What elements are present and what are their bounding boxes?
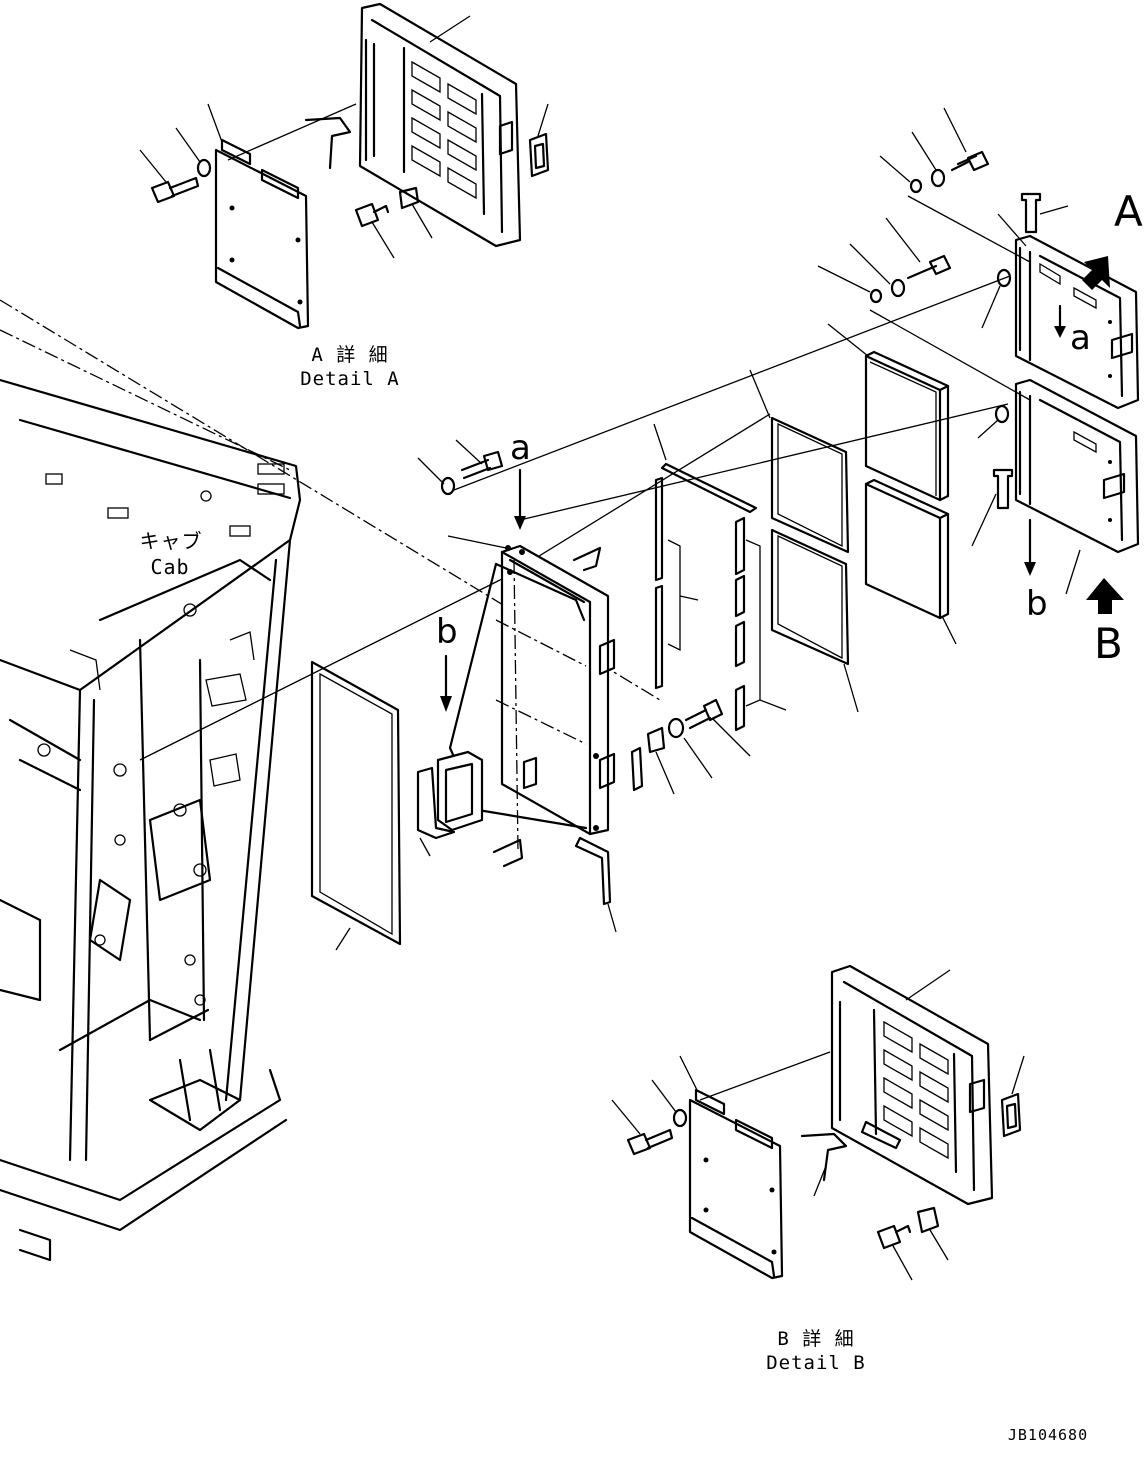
duct-housing bbox=[416, 275, 1011, 933]
ref-a-side: a bbox=[1070, 318, 1091, 358]
detail-a-assembly bbox=[139, 2, 550, 330]
detail-a-bolt-2 bbox=[354, 186, 420, 228]
view-a-letter: A bbox=[1114, 187, 1143, 236]
view-b-arrow bbox=[1086, 578, 1124, 614]
detail-b-title-en: Detail B bbox=[766, 1352, 866, 1374]
detail-b-hook bbox=[800, 1132, 848, 1182]
detail-b-bolt-2 bbox=[876, 1206, 940, 1250]
detail-a-bolt bbox=[150, 158, 212, 204]
detail-a-plate bbox=[214, 138, 310, 330]
cab-structure bbox=[0, 299, 661, 1262]
detail-a-hook bbox=[304, 116, 352, 170]
view-a-assembly bbox=[817, 107, 1140, 614]
ref-a-top: a bbox=[510, 428, 531, 468]
cab-label-en: Cab bbox=[150, 555, 190, 579]
large-gasket bbox=[310, 660, 402, 951]
detail-b-plate bbox=[688, 1088, 784, 1280]
detail-a-title-en: Detail A bbox=[300, 368, 400, 390]
view-b-letter: B bbox=[1094, 619, 1123, 668]
detail-b-assembly bbox=[611, 964, 1025, 1281]
detail-b-grille-cover bbox=[830, 964, 994, 1206]
view-a-arrow bbox=[1082, 256, 1110, 290]
drawing-number: JB104680 bbox=[1007, 1426, 1089, 1444]
detail-a-grille-cover bbox=[358, 2, 522, 248]
cab-label-jp: キャブ bbox=[139, 529, 203, 553]
ref-b-left: b bbox=[436, 612, 458, 652]
detail-a-title-jp: A 詳 細 bbox=[311, 344, 389, 366]
detail-b-bolt bbox=[626, 1108, 688, 1156]
detail-a-latch bbox=[528, 132, 550, 178]
detail-b-latch bbox=[1000, 1092, 1022, 1138]
filter-elements bbox=[139, 323, 957, 761]
detail-b-title-jp: B 詳 細 bbox=[777, 1328, 855, 1350]
ref-b-right: b bbox=[1026, 584, 1048, 624]
